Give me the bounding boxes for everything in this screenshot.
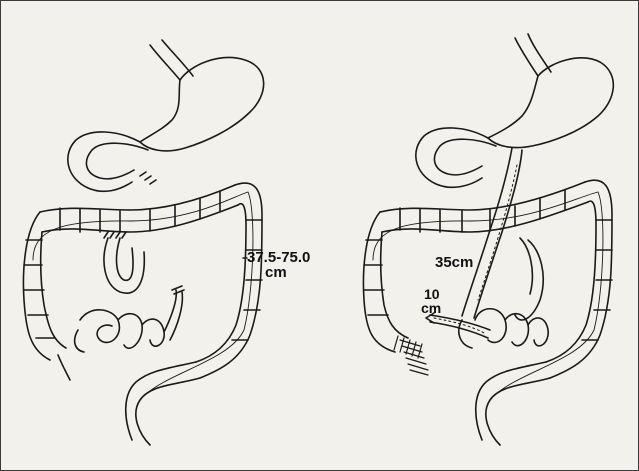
right-duodenum bbox=[416, 128, 496, 187]
left-sigmoid bbox=[126, 362, 200, 445]
left-bypass-loop bbox=[104, 238, 144, 293]
right-35cm-label: 35cm bbox=[435, 255, 473, 270]
left-ascending-haustra bbox=[24, 240, 54, 338]
left-length-label: 37.5-75.0 bbox=[247, 250, 310, 265]
right-loop bbox=[515, 238, 543, 320]
right-sigmoid bbox=[476, 362, 550, 445]
right-hatched-segment bbox=[394, 336, 428, 375]
left-anastomosis-2 bbox=[104, 232, 126, 238]
left-colon-centerline bbox=[33, 192, 253, 395]
left-anastomosis-1 bbox=[140, 172, 156, 184]
left-anatomy bbox=[23, 40, 263, 445]
right-ascending-colon bbox=[363, 212, 408, 352]
left-stomach bbox=[140, 58, 264, 151]
left-esophagus bbox=[150, 40, 193, 80]
right-10cm-unit-label: cm bbox=[421, 301, 441, 315]
right-anatomy bbox=[363, 34, 613, 445]
left-duodenum bbox=[68, 132, 148, 191]
right-small-bowel bbox=[459, 309, 548, 348]
right-10cm-label: 10 bbox=[424, 287, 440, 301]
right-limb-35cm bbox=[462, 148, 522, 318]
right-colon-centerline bbox=[373, 192, 603, 395]
right-limb-35cm-dots bbox=[478, 165, 517, 300]
left-length-unit-label: cm bbox=[265, 265, 287, 280]
left-appendix bbox=[58, 355, 70, 380]
left-small-bowel bbox=[75, 290, 183, 352]
